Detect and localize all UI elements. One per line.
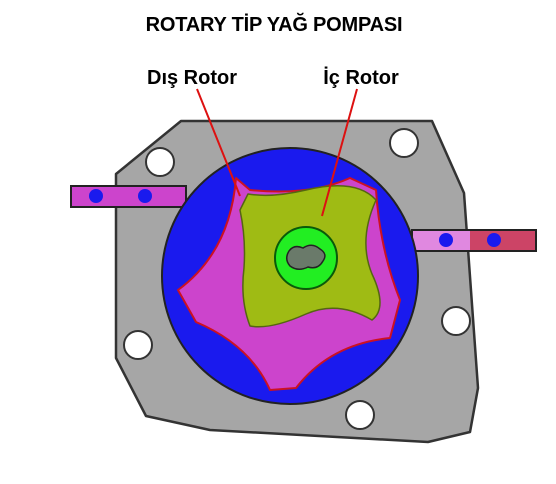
bolt-holes: [123, 128, 471, 430]
oil-dot: [439, 233, 453, 247]
inner-rotor-label: İç Rotor: [323, 66, 399, 89]
bolt-hole: [441, 306, 471, 336]
bolt-hole: [345, 400, 375, 430]
bolt-hole: [145, 147, 175, 177]
shaft: [286, 244, 326, 270]
bolt-hole: [389, 128, 419, 158]
bolt-hole: [123, 330, 153, 360]
outer-rotor-label: Dış Rotor: [147, 67, 237, 89]
outer-rotor-leader-line: [196, 88, 241, 197]
inner-rotor-leader-line: [321, 88, 358, 217]
diagram-title: ROTARY TİP YAĞ POMPASI: [145, 14, 403, 36]
outlet-pipe: [411, 229, 537, 252]
oil-dot: [89, 189, 103, 203]
oil-dot: [138, 189, 152, 203]
oil-dot: [487, 233, 501, 247]
inlet-pipe: [70, 185, 187, 208]
